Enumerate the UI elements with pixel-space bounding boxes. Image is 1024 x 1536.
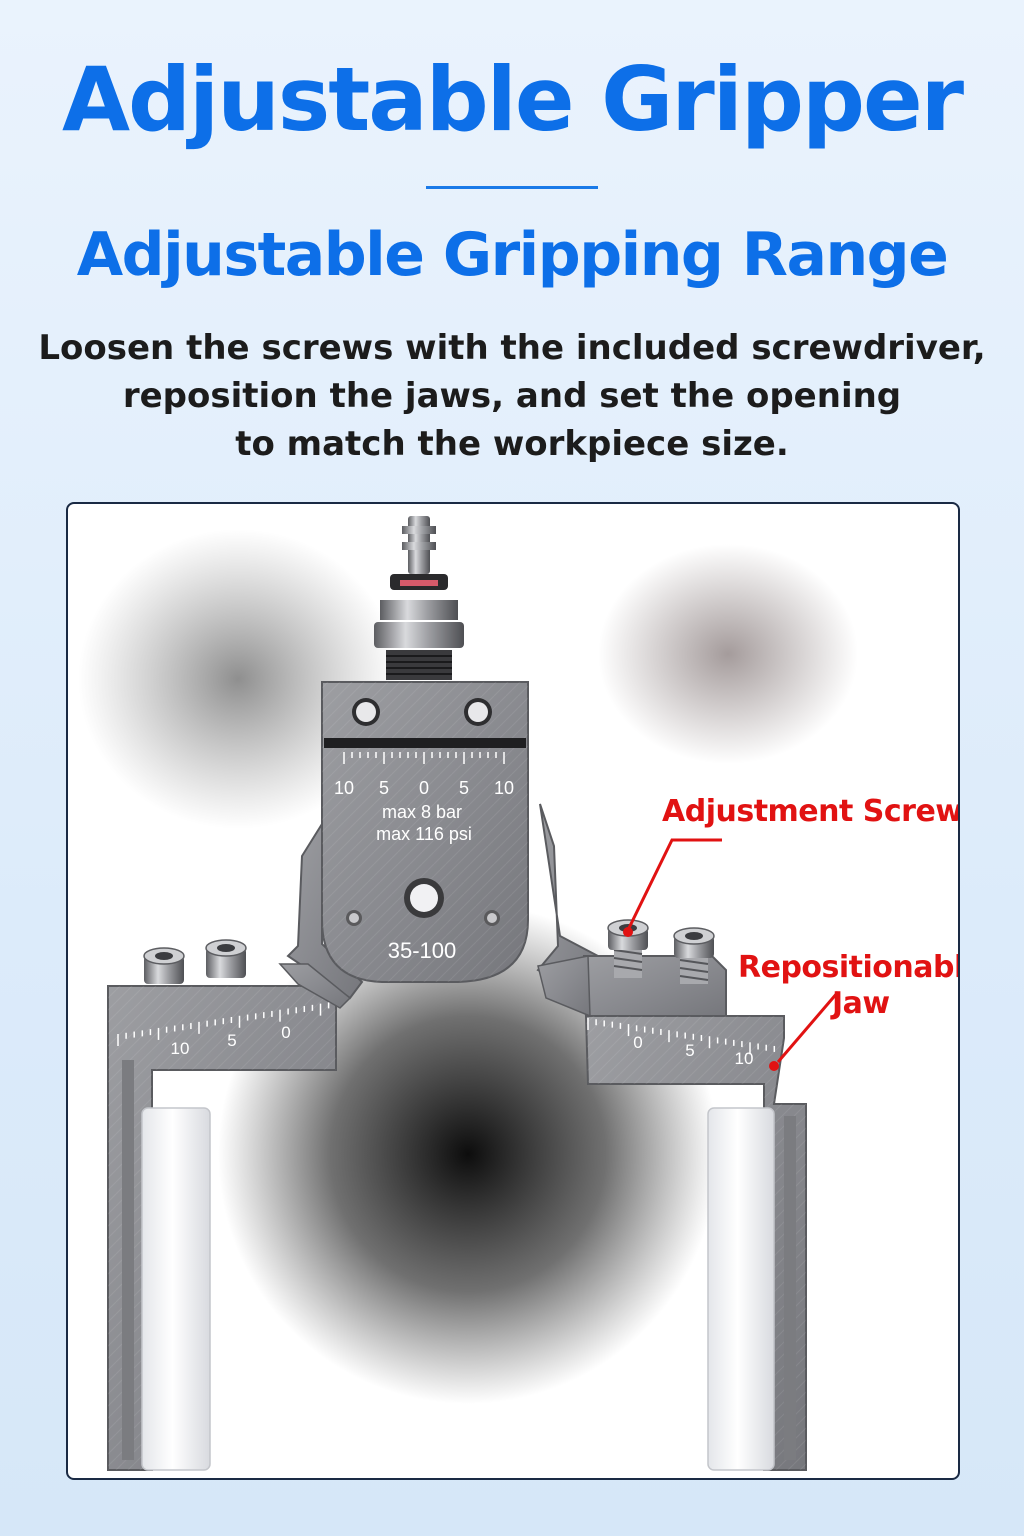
left-jaw-tick-label: 5 [227,1031,236,1050]
adjustment-screw-leader-dot [623,927,633,937]
description: Loosen the screws with the included scre… [0,324,1024,468]
body-scale-tick-label: 10 [494,778,514,798]
repositionable-jaw-leader-dot [769,1061,779,1071]
repositionable-jaw-leader-line [776,991,840,1063]
description-line-1: Loosen the screws with the included scre… [38,328,986,368]
right-jaw-tick-label: 0 [633,1033,642,1052]
description-line-2: reposition the jaws, and set the opening [122,376,902,416]
right-jaw [537,919,807,1471]
left-jaw [107,939,352,1471]
air-fitting [374,516,464,680]
right-jaw-tick-label: 10 [735,1049,754,1068]
background-shadow-right [598,544,858,764]
page-title: Adjustable Gripper [61,48,964,151]
body-scale-tick-label: 5 [379,778,389,798]
right-gripper-pad [707,1107,775,1471]
background-shadow-left [78,529,398,829]
title-divider [426,186,598,189]
adjustment-screw-2 [673,927,715,984]
description-line-3: to match the workpiece size. [235,424,789,464]
callout-repositionable-jaw: Repositionable Jaw [738,950,960,1022]
left-jaw-tick-label: 10 [171,1039,190,1058]
product-image-panel: 10 5 0 5 10 max 8 bar max 116 psi 35-100… [66,502,960,1480]
gripper-illustration: 10 5 0 5 10 max 8 bar max 116 psi 35-100… [78,516,858,1471]
pressure-psi-label: max 116 psi [376,824,472,844]
left-jaw-tick-label: 0 [281,1023,290,1042]
page-subtitle: Adjustable Gripping Range [76,220,949,290]
right-jaw-tick-label: 5 [685,1041,694,1060]
callout-repositionable-jaw-line-2: Jaw [832,986,890,1021]
body-scale-tick-label: 0 [419,778,429,798]
callout-repositionable-jaw-line-1: Repositionable [738,950,960,985]
left-gripper-pad [141,1107,211,1471]
model-range-label: 35-100 [388,938,457,963]
body-scale-tick-label: 10 [334,778,354,798]
adjustment-screw-leader-line [626,838,722,931]
gripper-body [321,681,529,983]
callout-adjustment-screw: Adjustment Screw [662,794,960,829]
body-scale-tick-label: 5 [459,778,469,798]
pressure-bar-label: max 8 bar [382,802,462,822]
